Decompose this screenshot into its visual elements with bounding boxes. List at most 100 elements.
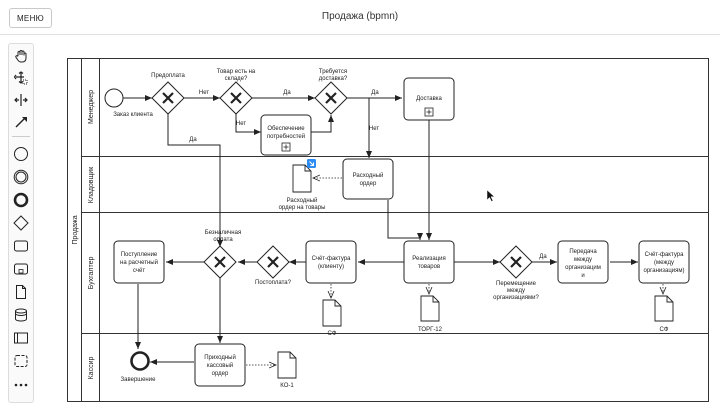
flow[interactable] [311,115,334,133]
data-object-sf1[interactable]: СФ [322,299,342,337]
gateway-label: оплата [213,237,233,243]
flow-label: Да [539,254,547,260]
task-icon[interactable] [10,236,32,256]
task-label: на расчетный [120,259,158,266]
tool-palette [8,43,34,403]
context-pad-icon[interactable] [307,159,316,168]
gateway-cashless[interactable]: Безналичная оплата [203,230,241,279]
gateway-label: Требуется [319,69,347,75]
intermediate-event-icon[interactable] [10,167,32,187]
more-icon[interactable] [10,375,32,395]
pool-icon[interactable] [10,328,32,348]
flow-label: Да [189,137,197,143]
flow[interactable] [387,200,423,240]
task-delivery[interactable]: Доставка [403,77,455,121]
task-invoice-client[interactable]: Счёт-фактура (клиенту) [305,240,357,284]
task-label: Расходный [353,172,384,179]
task-label: между [574,257,592,263]
data-object-ko[interactable]: КО-1 [277,351,297,389]
lane-accountant[interactable]: Бухгалтер [81,257,709,334]
connect-tool-icon[interactable] [10,112,32,132]
task-transfer[interactable]: Передача между организацим и [557,240,609,284]
flow-label: Да [283,90,291,96]
gateway-label: Предоплата [151,73,185,79]
task-label: товаров [418,264,440,270]
task-label: ордер [360,181,377,187]
lane-manager[interactable]: Менеджер [81,58,709,402]
task-label: Доставка [416,96,442,102]
task-label: Передача [569,249,597,255]
lane-label: Кассир [88,357,95,380]
lane-cashier[interactable]: Кассир [88,357,95,380]
gateway-label: Безналичная [205,230,241,236]
menu-button[interactable]: МЕНЮ [9,8,52,28]
data-object-label: КО-1 [280,383,294,389]
pool-label: Продажа [72,215,79,244]
task-label: Счёт-фактура [645,252,685,258]
lane-label: Кладовщик [88,166,95,203]
gateway-label: организациями? [493,295,539,301]
end-event-label: Завершение [121,377,157,383]
data-object-label: Расходный [287,197,318,204]
task-sale[interactable]: Реализация товаров [403,240,455,284]
task-label: потребностей [267,133,305,140]
palette-separator [12,136,30,137]
task-label: организациям) [644,268,685,274]
flow-label: Нет [236,121,246,127]
data-object-label: ТОРГ-12 [418,327,443,333]
diagram-title: Продажа (bpmn) [321,11,399,22]
pool[interactable]: Продажа [67,58,709,402]
flow-label: Нет [369,126,379,132]
start-event-icon[interactable] [10,144,32,164]
task-label: Приходный [204,354,236,361]
lane-label: Менеджер [88,90,95,124]
subprocess-icon[interactable] [10,259,32,279]
task-label: Счёт-фактура [312,256,352,262]
task-label: кассовый [207,362,233,369]
gateway-delivery[interactable]: Требуется доставка? [314,69,348,115]
subprocess-marker-icon [424,107,434,117]
lane-storekeeper[interactable]: Кладовщик [81,166,709,213]
task-label: ордер [212,371,229,377]
gateway-label: доставка? [319,76,348,82]
data-object-icon[interactable] [10,282,32,302]
end-event[interactable]: Завершение [121,351,157,384]
flow-label: Нет [199,90,209,96]
task-label: счёт [133,268,145,274]
task-label: и [581,273,584,279]
data-store-icon[interactable] [10,305,32,325]
data-object-torg[interactable]: ТОРГ-12 [418,295,443,333]
task-invoice-orgs[interactable]: Счёт-фактура (между организациям) [638,240,690,284]
group-icon[interactable] [10,351,32,371]
gateway-prepay[interactable]: Предоплата [151,73,185,115]
space-tool-icon[interactable] [10,90,32,110]
start-event-label: Заказ клиента [113,112,153,118]
task-receipt[interactable]: Поступление на расчетный счёт [113,240,165,284]
task-label: (между [654,260,674,266]
data-object-order[interactable]: Расходный ордер на товары [279,164,326,211]
start-event[interactable]: Заказ клиента [104,88,153,118]
mouse-cursor-icon [486,189,496,202]
gateway-icon[interactable] [10,213,32,233]
flow[interactable] [235,114,261,135]
task-label: (клиенту) [318,264,344,270]
top-bar: МЕНЮ Продажа (bpmn) [0,0,720,35]
data-associations [246,178,663,365]
data-object-sf2[interactable]: СФ [654,295,674,333]
hand-tool-icon[interactable] [10,46,32,66]
flow[interactable] [167,114,223,247]
task-needs[interactable]: Обеспечение потребностей [260,114,312,156]
flow-label: Да [371,90,379,96]
lasso-tool-icon[interactable] [10,68,32,88]
task-label: Реализация [412,256,445,262]
gateway-label: Товар есть на [217,69,256,75]
task-label: Поступление [121,252,158,258]
task-expense-order[interactable]: Расходный ордер [342,158,394,200]
task-label: организацим [565,265,601,271]
task-cash-order[interactable]: Приходный кассовый ордер [194,343,246,387]
gateway-in-stock[interactable]: Товар есть на складе? [217,69,256,115]
gateway-postpay[interactable]: Постоплата? [255,245,292,286]
end-event-icon[interactable] [10,190,32,210]
gateway-transfer[interactable]: Перемещение между организациями? [493,245,539,301]
